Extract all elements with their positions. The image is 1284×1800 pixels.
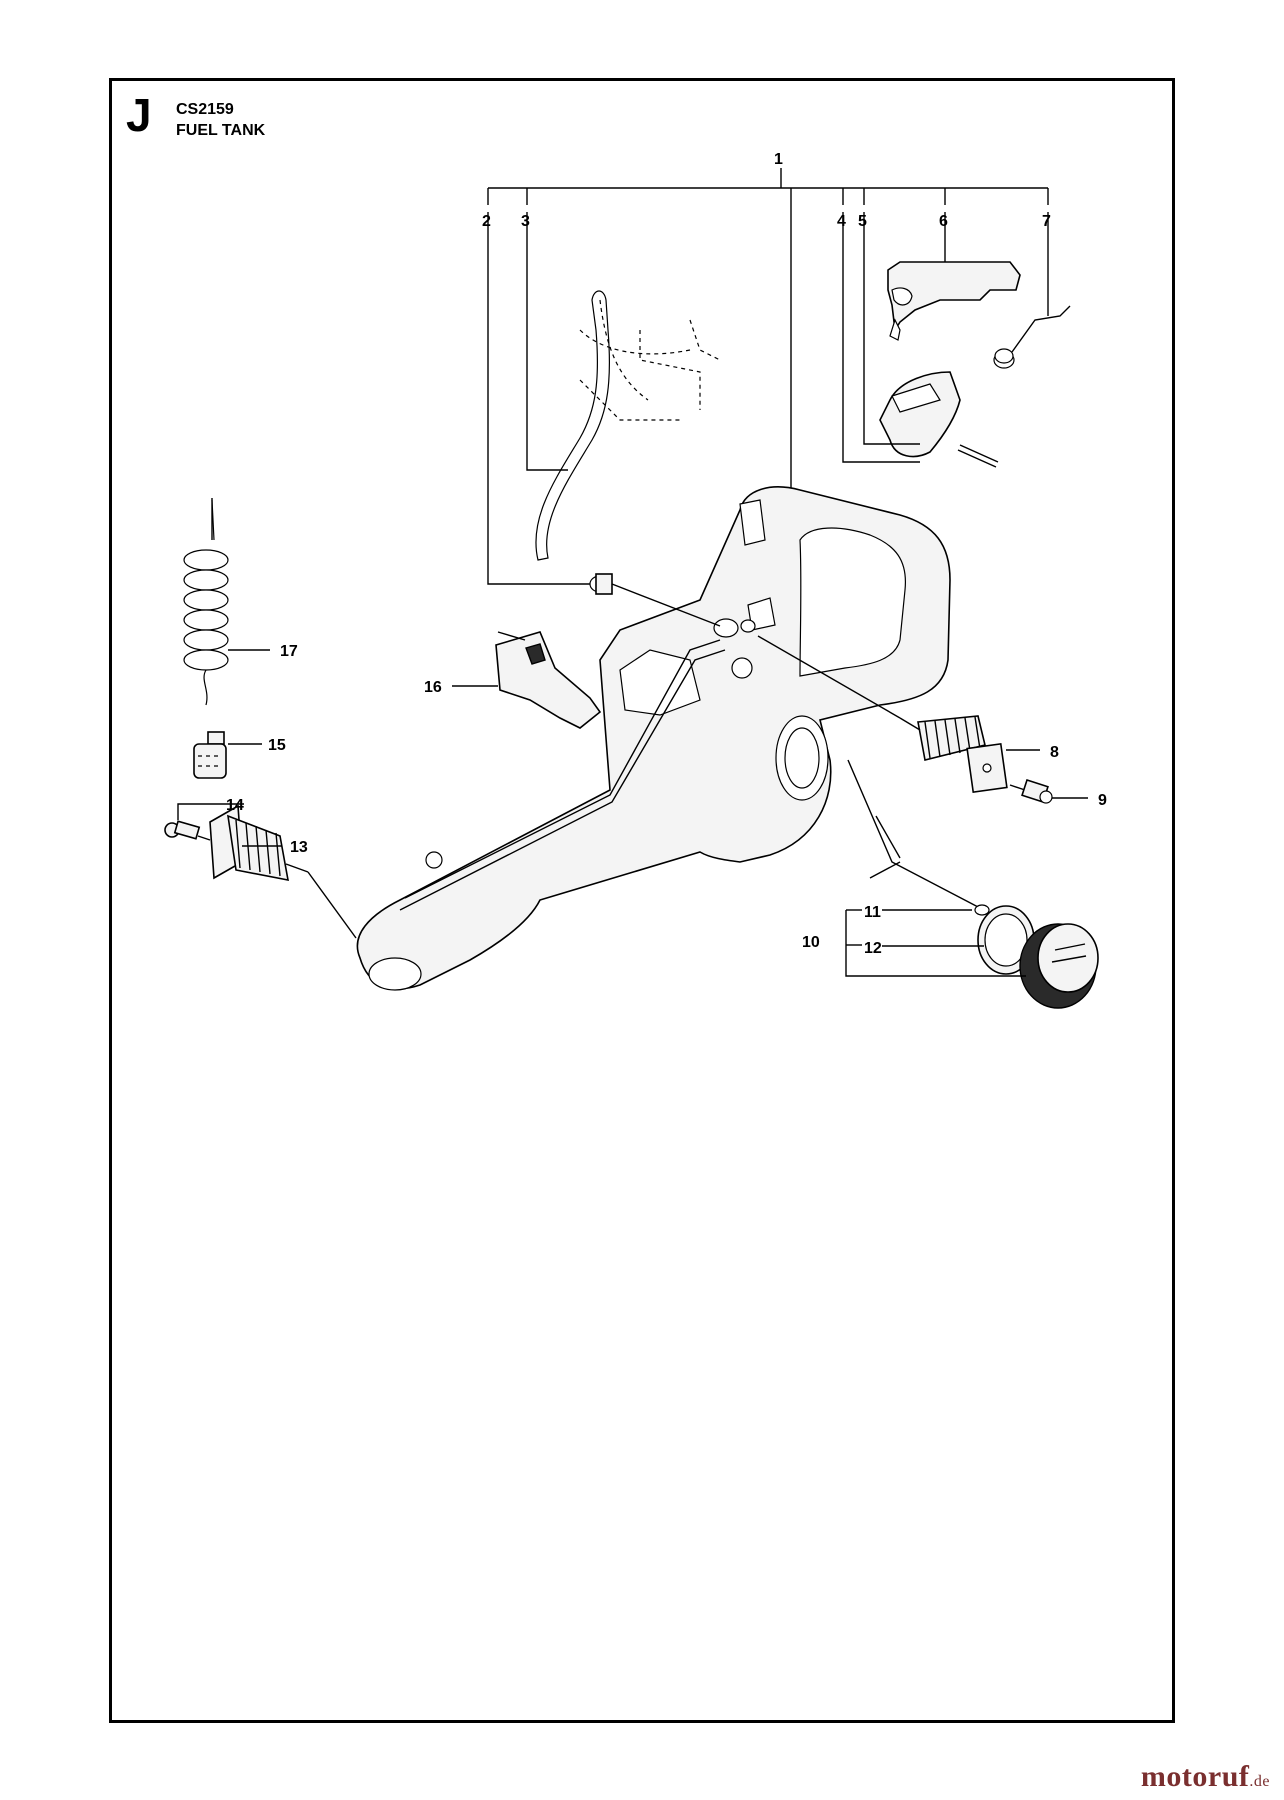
callout-4: 4 [837,213,846,230]
callout-13: 13 [290,839,308,856]
watermark-name: motoruf [1140,1760,1250,1793]
callout-15: 15 [268,737,286,754]
callout-17: 17 [280,643,298,660]
fuel-strap-part-11 [847,759,990,916]
watermark-tld: .de [1249,1773,1270,1790]
screw-part-14 [164,820,211,841]
av-spring-part-13 [209,804,357,939]
callout-14: 14 [226,797,244,814]
spring-part-7 [993,305,1071,369]
callout-1: 1 [774,151,783,168]
callout-2: 2 [482,213,491,230]
section-letter: J [126,89,152,141]
callout-16: 16 [424,679,442,696]
grommet-part-2 [589,573,756,638]
diagram-frame [109,78,1175,1723]
fuel-hose-part [535,290,721,561]
fuel-cap-part-10 [977,905,1099,1009]
throttle-trigger-part [879,371,999,468]
diagram-title: FUEL TANK [176,122,266,139]
watermark-logo: motoruf.de [1141,1760,1270,1794]
model-number: CS2159 [176,101,234,118]
coiled-hose-part-17 [183,498,229,706]
callout-7: 7 [1042,213,1051,230]
fuel-filter-part-15 [193,731,227,779]
fuel-tank-body [356,486,951,991]
callout-3: 3 [521,213,530,230]
callout-bracket-1 [487,168,1049,490]
callout-12: 12 [864,940,882,957]
bolt-part-9 [1009,778,1053,804]
callout-10: 10 [802,934,820,951]
av-spring-part-8 [757,635,1008,794]
callout-11: 11 [864,904,881,921]
throttle-lockout-part [887,261,1021,341]
bracket-part-16 [495,631,602,729]
callout-6: 6 [939,213,948,230]
callout-9: 9 [1098,792,1107,809]
callout-5: 5 [858,213,867,230]
callout-8: 8 [1050,744,1059,761]
